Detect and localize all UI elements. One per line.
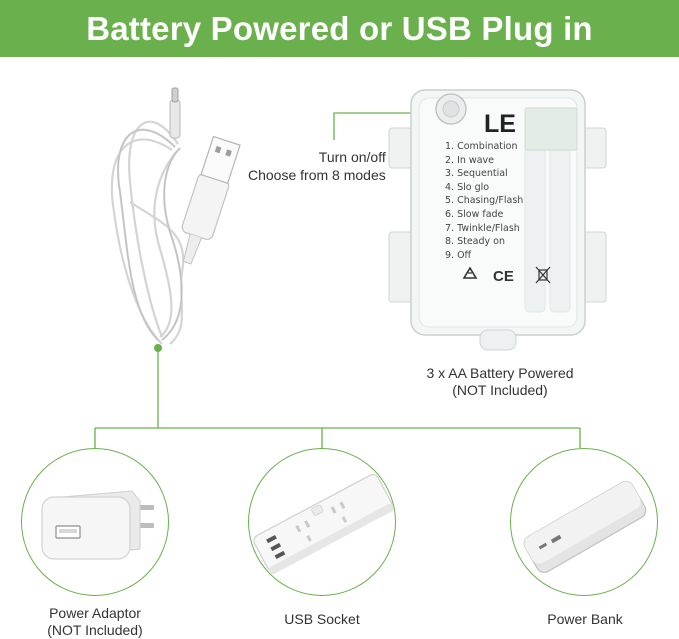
power-bank-circle (510, 448, 658, 596)
callout-line (333, 112, 430, 140)
usb-plug (181, 135, 241, 265)
usb-socket-illustration (253, 473, 395, 575)
mode-item: 6. Slow fade (445, 208, 504, 220)
page-title: Battery Powered or USB Plug in (86, 9, 593, 47)
power-adaptor-circle (21, 448, 169, 596)
mode-item: 3. Sequential (445, 168, 508, 180)
usb-cable-illustration (110, 87, 241, 345)
cable-dot (154, 344, 162, 352)
mode-item: 8. Steady on (445, 236, 506, 248)
barrel-plug (169, 99, 181, 139)
battery-caption-line-2: (NOT Included) (452, 382, 548, 398)
mode-item: 1. Combination (445, 141, 518, 152)
callout-line-2: Choose from 8 modes (248, 167, 386, 183)
mode-item: 7. Twinkle/Flash (445, 222, 520, 234)
brand-logo: LE (484, 110, 516, 138)
callout-line-1: Turn on/off (318, 149, 386, 165)
mode-item: 5. Chasing/Flash (445, 195, 524, 207)
battery-caption-line-1: 3 x AA Battery Powered (426, 365, 574, 381)
usb-socket-label: USB Socket (284, 611, 360, 627)
mode-callout: Turn on/off Choose from 8 modes (248, 148, 386, 184)
mode-list: 1. Combination 2. In wave 3. Sequential … (445, 140, 523, 262)
mode-item: 9. Off (445, 249, 472, 261)
battery-box-illustration (388, 89, 607, 351)
battery-caption: 3 x AA Battery Powered (NOT Included) (410, 365, 590, 399)
ce-mark: CE (493, 268, 514, 285)
power-adaptor-illustration (41, 490, 154, 560)
power-adaptor-label-line-2: (NOT Included) (47, 622, 143, 638)
recycle-icon (462, 266, 478, 279)
header-banner: Battery Powered or USB Plug in (0, 0, 679, 57)
power-adaptor-label-line-1: Power Adaptor (49, 605, 141, 621)
power-bank-label: Power Bank (547, 611, 623, 627)
power-adaptor-label: Power Adaptor (NOT Included) (15, 605, 175, 639)
usb-socket-circle (248, 448, 396, 596)
power-bank-illustration (523, 481, 647, 573)
mode-item: 2. In wave (445, 154, 494, 166)
mode-item: 4. Slo glo (445, 181, 490, 193)
crossed-bin-icon (535, 266, 551, 284)
